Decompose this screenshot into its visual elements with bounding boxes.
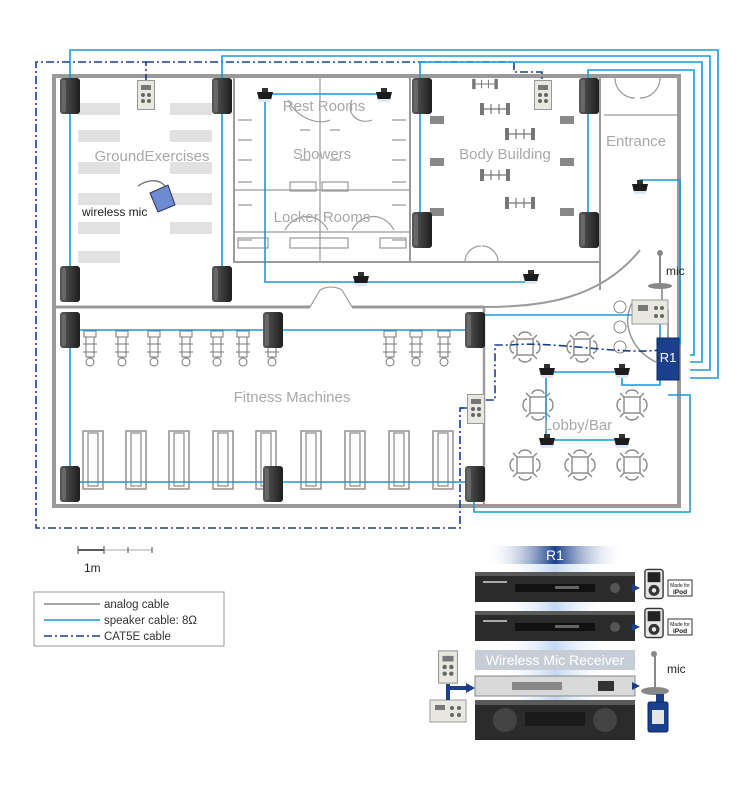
legend-analog: analog cable [104,599,169,611]
legend-cat5e: CAT5E cable [104,631,171,643]
cd-player-1 [475,572,635,602]
room-showers: Showers [293,146,351,163]
wall-speaker [60,466,80,502]
made-for-ipod-badge: Made for iPod [667,618,693,636]
wall-speaker [412,212,432,248]
cd-player-2 [475,611,635,641]
wall-control-panel [467,394,485,424]
scale-label: 1m [84,561,101,575]
svg-text:iPod: iPod [673,589,687,596]
room-locker-rooms: Locker Rooms [274,209,371,226]
room-body-building: Body Building [459,146,551,163]
mic-label-plan: mic [666,264,685,278]
lobby-tables [509,299,657,481]
scale-bar: 1m [77,546,153,575]
wall-control-panel-wide [429,699,467,723]
room-rest-rooms: Rest Rooms [283,98,366,115]
wall-speaker [579,212,599,248]
cat5e-cables [35,61,679,529]
svg-text:Made for: Made for [670,622,690,628]
ipod-icon [644,607,664,639]
ipod-icon [644,568,664,600]
body-building-equipment [430,78,574,216]
rack-mic-and-card: mic [632,651,686,733]
wall-speaker [263,466,283,502]
wall-speaker [60,78,80,114]
ceiling-speaker [614,434,630,448]
ceiling-speaker [376,88,392,102]
wall-speaker [60,312,80,348]
ceiling-speaker [257,88,273,102]
building-walls [52,74,681,508]
legend-speaker: speaker cable: 8Ω [104,615,197,627]
wireless-mic-device: wireless mic [81,180,176,219]
ceiling-speaker [523,270,539,284]
rack-marker-label: R1 [660,350,677,365]
rack-control-panels [429,650,475,723]
wireless-receiver-bar [475,650,635,670]
svg-text:Made for: Made for [670,583,690,589]
room-fitness-machines: Fitness Machines [234,389,351,406]
ceiling-speaker [614,364,630,378]
rack-r1-detail: R1 Wireless Mic Receiver [474,546,636,740]
ceiling-speaker [353,272,369,286]
ceiling-speaker [539,434,555,448]
wall-speaker [212,78,232,114]
legend: analog cable speaker cable: 8Ω CAT5E cab… [33,591,225,647]
locker-room-fixtures [237,119,407,249]
ceiling-speaker [632,180,648,194]
wireless-mic-label: wireless mic [81,205,147,219]
ceiling-speaker [539,364,555,378]
room-lobby-bar: Lobby/Bar [544,417,612,434]
rack-title: R1 [546,547,564,563]
receiver-label: Wireless Mic Receiver [486,652,625,668]
made-for-ipod-badge: Made for iPod [667,579,693,597]
control-panels [137,80,669,424]
wall-speaker [412,78,432,114]
svg-text:iPod: iPod [673,628,687,635]
wall-speaker [465,466,485,502]
wall-speaker [263,312,283,348]
rack-mic-label: mic [667,662,686,676]
wall-speaker [60,266,80,302]
speaker-cables [69,49,719,513]
mic-stand-plan: mic [648,250,685,289]
ipod-devices: Made for iPod Made for iPod [632,568,693,639]
rack-r1-marker: R1 [656,337,680,381]
wall-speaker [212,266,232,302]
wall-speaker [579,78,599,114]
room-labels: GroundExercises Rest Rooms Showers Locke… [94,98,666,434]
room-entrance: Entrance [606,133,666,150]
wall-control-panel [534,80,552,110]
room-ground-exercises: GroundExercises [94,148,209,165]
wall-control-panel [438,650,458,684]
wall-control-panel [137,80,155,110]
ground-exercise-mats [78,103,212,263]
wall-speaker [465,312,485,348]
mic-control-panel [631,299,669,325]
